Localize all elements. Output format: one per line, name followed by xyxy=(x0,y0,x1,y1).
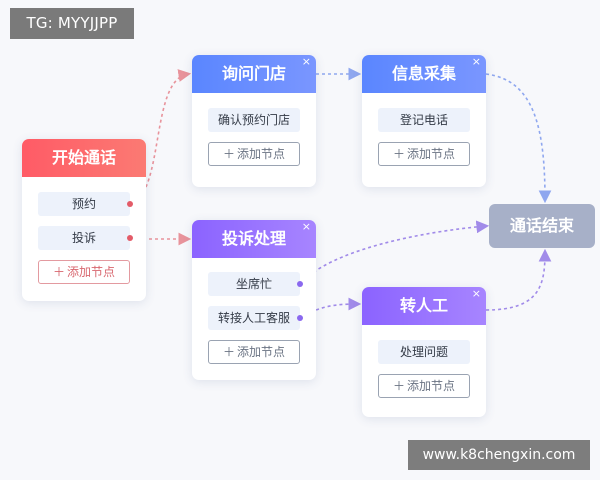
close-icon[interactable]: × xyxy=(301,220,311,233)
option-confirm-store[interactable]: 确认预约门店 xyxy=(208,108,300,132)
watermark-top: TG: MYYJJPP xyxy=(10,8,134,39)
option-complaint[interactable]: 投诉 xyxy=(38,226,133,250)
plus-icon: ＋ xyxy=(392,379,405,393)
add-node-label: 添加节点 xyxy=(237,147,286,161)
add-node-button[interactable]: ＋添加节点 xyxy=(378,374,470,398)
watermark-bottom: www.k8chengxin.com xyxy=(408,440,590,470)
node-ask-store-title: 询问门店 xyxy=(192,55,316,93)
node-transfer-manual[interactable]: 转人工 × 处理问题 ＋添加节点 xyxy=(362,287,486,417)
plus-icon: ＋ xyxy=(222,147,235,161)
option-agent-busy[interactable]: 坐席忙 xyxy=(208,272,303,296)
option-agent-busy-label: 坐席忙 xyxy=(235,277,272,291)
option-confirm-store-label: 确认预约门店 xyxy=(217,113,290,127)
option-handle-issue-label: 处理问题 xyxy=(399,345,448,359)
option-complaint-label: 投诉 xyxy=(71,231,96,245)
link-collect-to-end xyxy=(485,73,552,204)
node-complaint-handling-title: 投诉处理 xyxy=(192,220,316,258)
add-node-button[interactable]: ＋添加节点 xyxy=(208,340,300,364)
plus-icon: ＋ xyxy=(52,265,65,279)
output-port-reserve[interactable] xyxy=(127,201,133,207)
close-icon[interactable]: × xyxy=(471,287,481,300)
node-transfer-manual-title: 转人工 xyxy=(362,287,486,325)
option-handle-issue[interactable]: 处理问题 xyxy=(378,340,470,364)
node-collect-info-title: 信息采集 xyxy=(362,55,486,93)
link-manual-to-end xyxy=(485,248,552,311)
close-icon[interactable]: × xyxy=(301,55,311,68)
node-start-call-title: 开始通话 xyxy=(22,139,146,177)
option-transfer-agent-label: 转接人工客服 xyxy=(217,311,290,325)
add-node-button[interactable]: ＋添加节点 xyxy=(378,142,470,166)
output-port-complaint[interactable] xyxy=(127,235,133,241)
option-register-phone[interactable]: 登记电话 xyxy=(378,108,470,132)
option-transfer-agent[interactable]: 转接人工客服 xyxy=(208,306,303,330)
node-complaint-handling[interactable]: 投诉处理 × 坐席忙 转接人工客服 ＋添加节点 xyxy=(192,220,316,380)
link-busy-to-end xyxy=(299,220,490,285)
option-register-phone-label: 登记电话 xyxy=(399,113,448,127)
add-node-button[interactable]: ＋添加节点 xyxy=(208,142,300,166)
option-reserve[interactable]: 预约 xyxy=(38,192,133,216)
node-ask-store[interactable]: 询问门店 × 确认预约门店 ＋添加节点 xyxy=(192,55,316,187)
option-reserve-label: 预约 xyxy=(71,197,96,211)
plus-icon: ＋ xyxy=(392,147,405,161)
output-port-transfer-agent[interactable] xyxy=(297,315,303,321)
output-port-agent-busy[interactable] xyxy=(297,281,303,287)
add-node-button[interactable]: ＋添加节点 xyxy=(38,260,130,284)
add-node-label: 添加节点 xyxy=(237,345,286,359)
add-node-label: 添加节点 xyxy=(407,379,456,393)
add-node-label: 添加节点 xyxy=(67,265,116,279)
add-node-label: 添加节点 xyxy=(407,147,456,161)
node-start-call[interactable]: 开始通话 预约 投诉 ＋添加节点 xyxy=(22,139,146,301)
node-collect-info[interactable]: 信息采集 × 登记电话 ＋添加节点 xyxy=(362,55,486,187)
node-end-call[interactable]: 通话结束 xyxy=(489,204,595,248)
close-icon[interactable]: × xyxy=(471,55,481,68)
plus-icon: ＋ xyxy=(222,345,235,359)
